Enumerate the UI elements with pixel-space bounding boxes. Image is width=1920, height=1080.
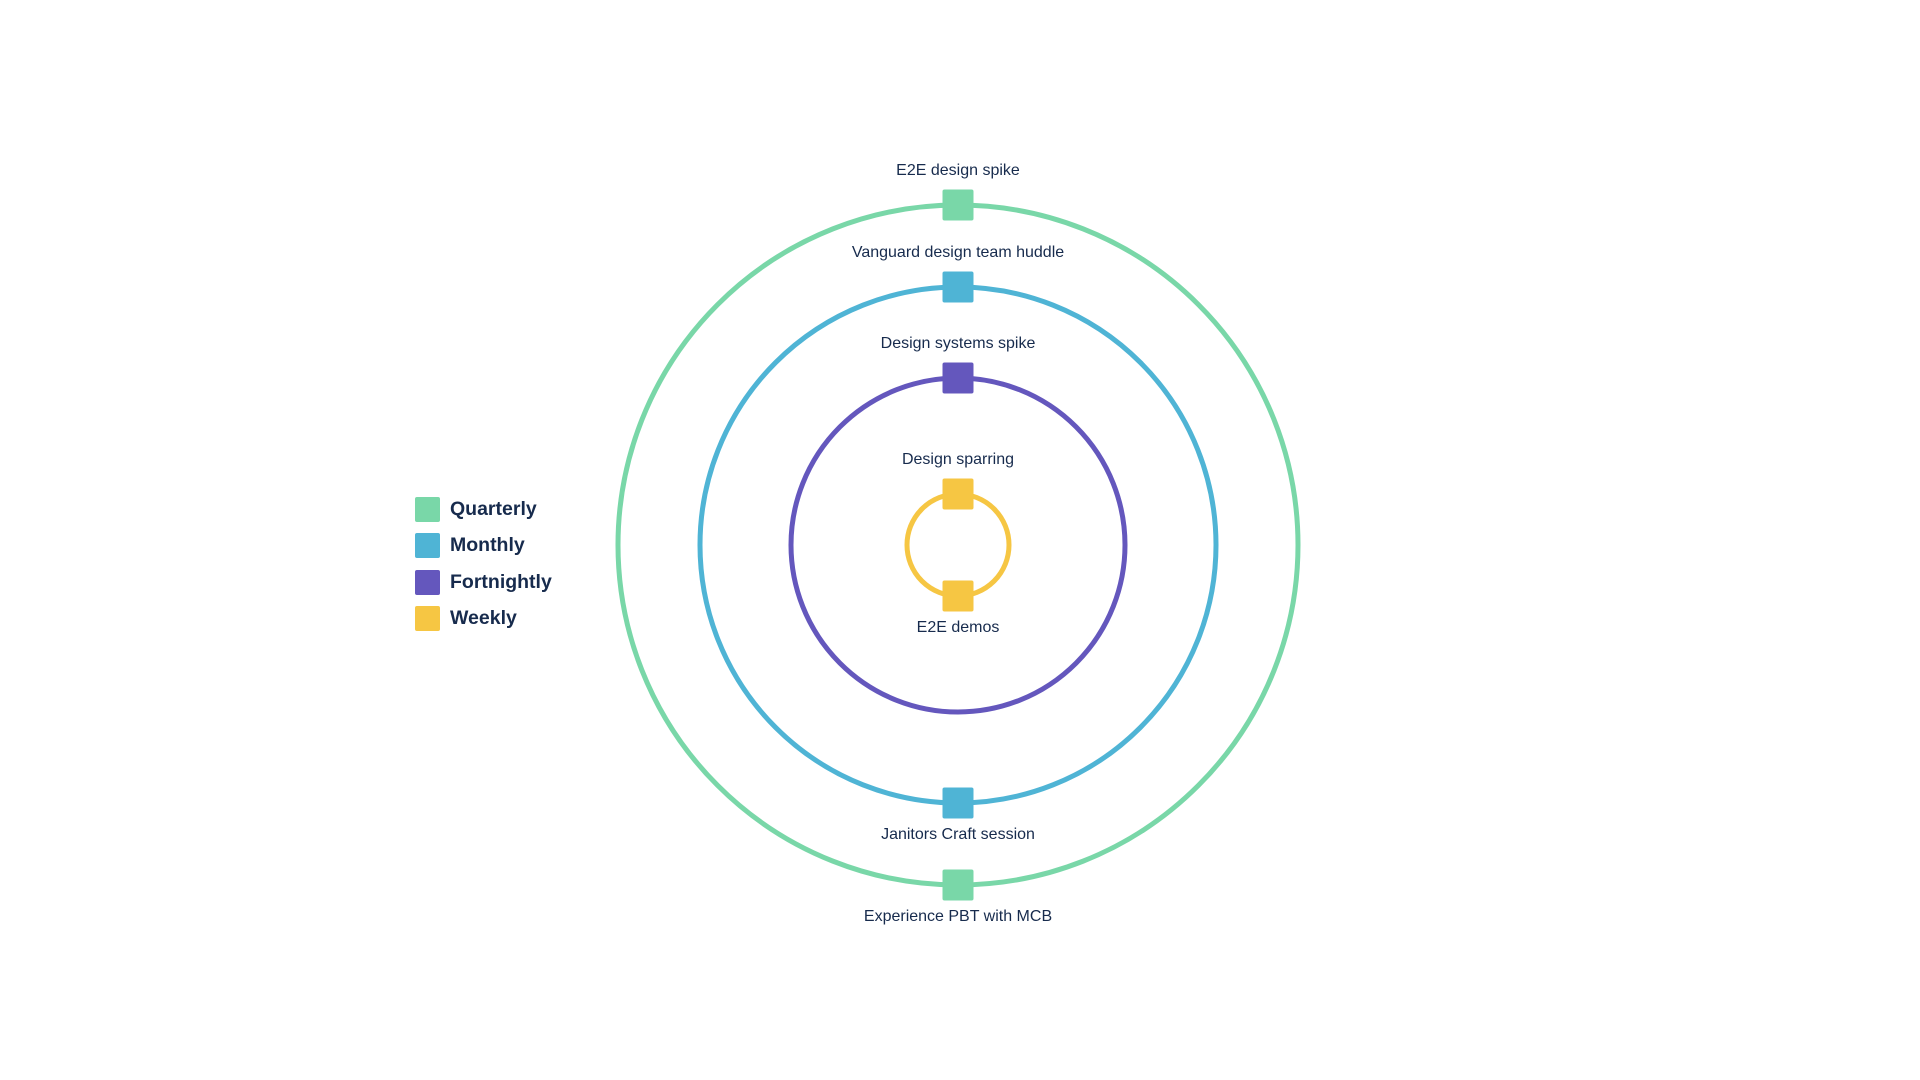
event-node-design-systems-spike[interactable] <box>942 362 974 394</box>
event-node-vanguard-design-team-huddle[interactable] <box>942 271 974 303</box>
legend-label-quarterly: Quarterly <box>450 497 537 520</box>
ring-fortnightly <box>788 375 1128 715</box>
legend-label-fortnightly: Fortnightly <box>450 570 552 593</box>
event-label-e2e-demos: E2E demos <box>917 619 1000 636</box>
event-node-e2e-demos[interactable] <box>942 580 974 612</box>
legend-item-fortnightly: Fortnightly <box>415 564 552 601</box>
event-label-experience-pbt-with-mcb: Experience PBT with MCB <box>864 908 1052 925</box>
event-node-design-sparring[interactable] <box>942 478 974 510</box>
event-node-janitors-craft-session[interactable] <box>942 787 974 819</box>
legend-item-monthly: Monthly <box>415 528 552 565</box>
legend-label-monthly: Monthly <box>450 534 525 557</box>
rings-layer <box>615 202 1301 888</box>
legend-swatch-weekly <box>415 606 440 632</box>
event-node-e2e-design-spike[interactable] <box>942 189 974 221</box>
ring-quarterly <box>615 202 1301 888</box>
event-label-vanguard-design-team-huddle: Vanguard design team huddle <box>852 244 1064 261</box>
legend-swatch-monthly <box>415 533 440 559</box>
legend-label-weekly: Weekly <box>450 607 517 630</box>
legend: Quarterly Monthly Fortnightly Weekly <box>415 491 552 637</box>
nodes-layer <box>942 189 974 901</box>
event-label-janitors-craft-session: Janitors Craft session <box>881 826 1035 843</box>
event-node-experience-pbt-with-mcb[interactable] <box>942 869 974 901</box>
legend-swatch-fortnightly <box>415 569 440 595</box>
event-label-design-sparring: Design sparring <box>902 451 1014 468</box>
legend-swatch-quarterly <box>415 496 440 522</box>
legend-item-weekly: Weekly <box>415 601 552 638</box>
event-label-e2e-design-spike: E2E design spike <box>896 162 1020 179</box>
legend-item-quarterly: Quarterly <box>415 491 552 528</box>
event-label-design-systems-spike: Design systems spike <box>881 335 1036 352</box>
